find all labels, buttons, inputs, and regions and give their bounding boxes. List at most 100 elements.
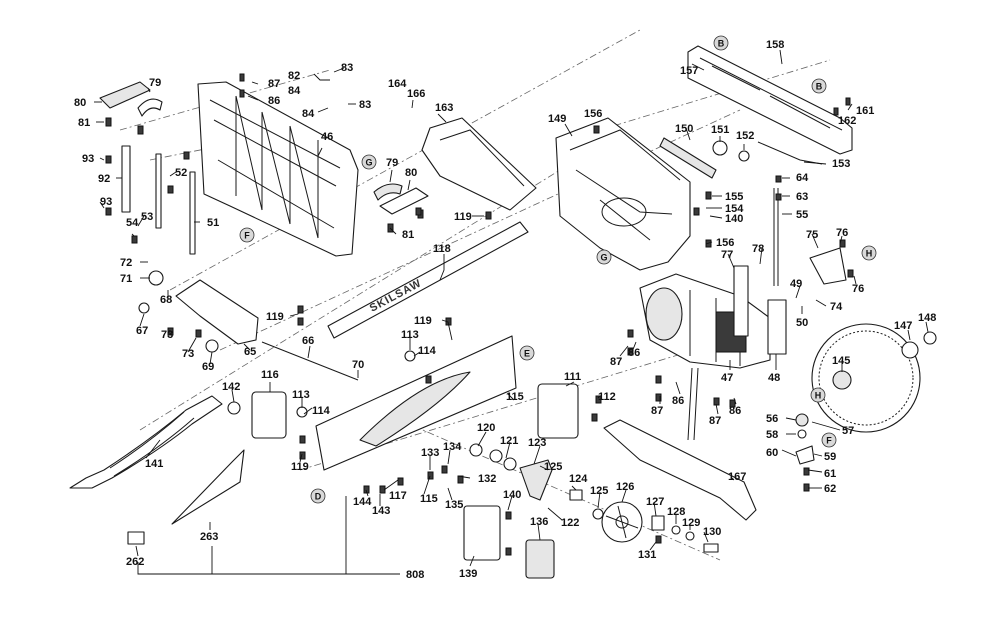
callout-117: 117 <box>389 490 407 502</box>
bushing-121 <box>503 457 517 471</box>
callout-128: 128 <box>667 506 685 518</box>
saw-blade <box>811 323 921 433</box>
callout-48: 48 <box>768 372 780 384</box>
blade-guard-upper <box>687 45 853 155</box>
callout-131: 131 <box>638 549 656 561</box>
callout-262: 262 <box>126 556 144 568</box>
callout-126: 126 <box>616 481 634 493</box>
callout-130: 130 <box>703 526 721 538</box>
part-shapes: SKILSAW <box>69 45 937 579</box>
nut-152 <box>738 150 750 162</box>
blade-housing <box>555 117 691 271</box>
knob-113 <box>404 350 416 362</box>
screws <box>105 73 854 556</box>
callout-114-low: 114 <box>312 405 331 417</box>
knob-69 <box>205 339 219 353</box>
callout-59: 59 <box>824 451 836 463</box>
callout-142: 142 <box>222 381 240 393</box>
callout-141: 141 <box>145 458 163 470</box>
handle-79 <box>137 98 163 117</box>
callout-149: 149 <box>548 113 566 125</box>
callout-87-low: 87 <box>651 405 663 417</box>
callout-118: 118 <box>433 243 451 255</box>
callout-125-low: 125 <box>590 485 608 497</box>
callout-119-top: 119 <box>454 211 472 223</box>
callout-112: 112 <box>598 391 616 403</box>
callout-152: 152 <box>736 130 754 142</box>
brand-text: SKILSAW <box>368 277 424 314</box>
callout-115-top: 115 <box>506 391 524 403</box>
callout-151: 151 <box>711 124 729 136</box>
callout-75: 75 <box>806 229 818 241</box>
callout-71: 71 <box>120 273 132 285</box>
callout-123: 123 <box>528 437 546 449</box>
ref-label-b-right: B <box>816 82 823 92</box>
ref-label-g-frame: G <box>365 158 372 168</box>
callout-121: 121 <box>500 435 518 447</box>
ref-f-frame <box>239 227 255 243</box>
callout-167: 167 <box>728 471 746 483</box>
callout-134: 134 <box>443 441 462 453</box>
nut-148 <box>923 331 937 345</box>
callout-129: 129 <box>682 517 700 529</box>
reference-markers: B B G F G H E H F D <box>239 35 877 504</box>
callout-49: 49 <box>790 278 802 290</box>
callout-119-right: 119 <box>414 315 432 327</box>
callout-116: 116 <box>261 369 279 381</box>
callout-50: 50 <box>796 317 808 329</box>
label-sheet-263 <box>171 449 245 525</box>
label-262 <box>127 531 145 545</box>
part-callouts: 158 157 161 162 153 150 151 152 149 156 … <box>74 39 936 581</box>
callout-86-top: 86 <box>268 95 280 107</box>
washer-129 <box>685 531 695 541</box>
callout-93-low: 93 <box>100 196 112 208</box>
ref-label-f-frame: F <box>244 231 250 241</box>
ref-e <box>519 345 535 361</box>
callout-164: 164 <box>388 78 407 90</box>
callout-86-motor: 86 <box>628 347 640 359</box>
callout-157: 157 <box>680 65 698 77</box>
callout-122: 122 <box>561 517 579 529</box>
ref-g-housing <box>596 249 612 265</box>
callout-77: 77 <box>721 249 733 261</box>
callout-47: 47 <box>721 372 733 384</box>
callout-127: 127 <box>646 496 664 508</box>
knob-housing-111 <box>537 383 579 439</box>
callout-133: 133 <box>421 447 439 459</box>
callout-53: 53 <box>141 211 153 223</box>
callout-66: 66 <box>302 335 314 347</box>
bracket-75 <box>809 247 847 285</box>
callout-119-mid: 119 <box>266 311 284 323</box>
callout-115-low: 115 <box>420 493 438 505</box>
knob-113b <box>296 406 308 418</box>
switch-139 <box>463 505 501 561</box>
callout-76-top: 76 <box>836 227 848 239</box>
callout-63: 63 <box>796 191 808 203</box>
callout-72: 72 <box>120 257 132 269</box>
callout-166: 166 <box>407 88 425 100</box>
ref-label-g-housing: G <box>600 253 607 263</box>
callout-93-top: 93 <box>82 153 94 165</box>
lever-123 <box>519 459 553 501</box>
ref-b-right <box>811 78 827 94</box>
callout-148: 148 <box>918 312 936 324</box>
main-frame <box>197 81 359 257</box>
handle-80b <box>379 187 429 215</box>
callout-143: 143 <box>372 505 390 517</box>
nut-67 <box>138 302 150 314</box>
callout-78: 78 <box>752 243 764 255</box>
callout-140-low: 140 <box>503 489 521 501</box>
callout-136: 136 <box>530 516 548 528</box>
callout-132: 132 <box>478 473 496 485</box>
callout-84-mid: 84 <box>302 108 315 120</box>
callout-73-left: 73 <box>161 329 173 341</box>
callout-154: 154 <box>725 203 744 215</box>
callout-119-low: 119 <box>291 461 309 473</box>
callout-80-left: 80 <box>74 97 86 109</box>
callout-135: 135 <box>445 499 463 511</box>
ref-label-d: D <box>315 492 322 502</box>
ref-d <box>310 488 326 504</box>
callout-156-mid: 156 <box>716 237 734 249</box>
callout-161: 161 <box>856 105 874 117</box>
callout-83-mid: 83 <box>359 99 371 111</box>
